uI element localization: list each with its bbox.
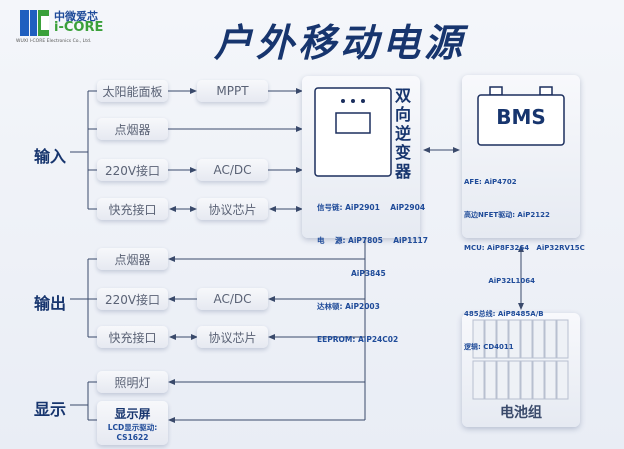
battery-device-icon bbox=[477, 86, 565, 146]
chip-line: MCU: AiP8F3264 AiP32RV15C bbox=[464, 244, 585, 252]
inverter-box: 双向逆变器 信号链: AiP2901 AiP2904 电 源: AiP7805 … bbox=[302, 76, 428, 344]
mppt-box: MPPT bbox=[197, 80, 268, 102]
chip-line: AiP32L1064 bbox=[464, 277, 536, 285]
logo-icon bbox=[20, 10, 49, 36]
light-box: 照明灯 bbox=[97, 371, 168, 393]
input-protocol-chip-box: 协议芯片 bbox=[197, 198, 268, 220]
bms-chip-list: AFE: AiP4702 高边NFET驱动: AiP2122 MCU: AiP8… bbox=[464, 155, 585, 375]
battery-cells-icon bbox=[472, 319, 569, 400]
output-cigarette-lighter-box: 点烟器 bbox=[97, 248, 168, 270]
group-label-input: 输入 bbox=[34, 147, 67, 166]
inverter-chip-list: 信号链: AiP2901 AiP2904 电 源: AiP7805 AiP111… bbox=[317, 180, 428, 367]
input-cigarette-lighter-box: 点烟器 bbox=[97, 118, 168, 140]
logo-sub: WUXI I-CORE Electronics Co., Ltd. bbox=[16, 39, 92, 44]
output-220v-box: 220V接口 bbox=[97, 288, 168, 310]
chip-line: AiP3845 bbox=[317, 269, 386, 278]
solar-panel-box: 太阳能面板 bbox=[97, 80, 168, 102]
inverter-device-icon bbox=[314, 87, 392, 177]
input-acdc-box: AC/DC bbox=[197, 159, 268, 181]
chip-line: 高边NFET驱动: AiP2122 bbox=[464, 211, 550, 219]
input-fast-charge-box: 快充接口 bbox=[97, 198, 168, 220]
logo-en: i-CORE bbox=[54, 20, 104, 35]
logo-cn: 中微爱芯 bbox=[54, 10, 98, 23]
chip-line: AFE: AiP4702 bbox=[464, 178, 517, 186]
battery-pack-box: 电池组 bbox=[462, 313, 580, 427]
screen-label: 显示屏 bbox=[114, 406, 151, 421]
group-label-output: 输出 bbox=[34, 294, 67, 313]
group-label-display: 显示 bbox=[34, 400, 67, 419]
bms-box: BMS AFE: AiP4702 高边NFET驱动: AiP2122 MCU: … bbox=[462, 75, 585, 351]
inverter-label: 双向逆变器 bbox=[395, 86, 412, 181]
output-acdc-box: AC/DC bbox=[197, 288, 268, 310]
output-protocol-chip-box: 协议芯片 bbox=[197, 326, 268, 348]
output-fast-charge-box: 快充接口 bbox=[97, 326, 168, 348]
bms-label: BMS bbox=[496, 105, 546, 129]
page-title: 户外移动电源 bbox=[213, 21, 466, 65]
screen-box: 显示屏 LCD显示驱动: CS1622 bbox=[97, 401, 168, 445]
chip-line: 逻辑: CD4011 bbox=[464, 343, 514, 351]
screen-driver-label: LCD显示驱动: bbox=[107, 422, 158, 432]
chip-line: 达林顿: AiP2003 bbox=[317, 302, 380, 311]
chip-line: EEPROM: AiP24C02 bbox=[317, 335, 399, 344]
chip-line: 电 源: AiP7805 AiP1117 bbox=[317, 236, 428, 245]
chip-line: 485总线: AiP8485A/B bbox=[464, 310, 544, 318]
input-220v-box: 220V接口 bbox=[97, 159, 168, 181]
company-logo: 中微爱芯 i-CORE WUXI I-CORE Electronics Co.,… bbox=[14, 6, 154, 46]
chip-line: 信号链: AiP2901 AiP2904 bbox=[317, 203, 426, 212]
battery-pack-label: 电池组 bbox=[500, 405, 542, 421]
screen-driver-chip: CS1622 bbox=[116, 432, 149, 442]
